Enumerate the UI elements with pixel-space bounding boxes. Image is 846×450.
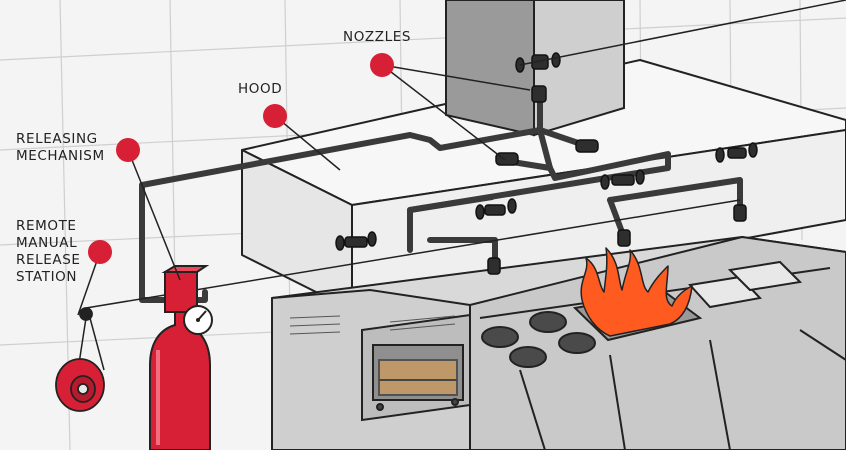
label-line: STATION <box>16 269 78 285</box>
label-hood: HOOD <box>238 81 282 98</box>
prep-wells <box>688 260 803 309</box>
fire-icon <box>580 247 693 337</box>
label-remote-manual-release-station: REMOTE MANUAL RELEASE STATION <box>16 218 81 286</box>
range-burners <box>481 311 596 368</box>
cabinet-doors <box>519 329 846 450</box>
callout-markers <box>88 53 394 264</box>
marker-releasing-mechanism <box>116 138 140 162</box>
gauge-icon <box>183 305 213 335</box>
label-line: RELEASING <box>16 131 98 147</box>
label-nozzles-text: NOZZLES <box>343 29 412 45</box>
label-nozzles: NOZZLES <box>343 29 411 46</box>
salamander-oven <box>289 313 471 422</box>
marker-remote-release <box>88 240 112 264</box>
label-line: MANUAL <box>16 235 78 251</box>
nozzles <box>335 52 758 275</box>
label-hood-text: HOOD <box>238 81 283 97</box>
releasing-mechanism-cylinder <box>149 265 211 450</box>
label-line: REMOTE <box>16 218 77 234</box>
exhaust-duct <box>445 0 625 137</box>
label-line: MECHANISM <box>16 148 105 164</box>
label-line: RELEASE <box>16 252 81 268</box>
marker-hood <box>263 104 287 128</box>
remote-release-station <box>55 307 105 412</box>
label-releasing-mechanism: RELEASING MECHANISM <box>16 131 105 165</box>
marker-nozzles <box>370 53 394 77</box>
